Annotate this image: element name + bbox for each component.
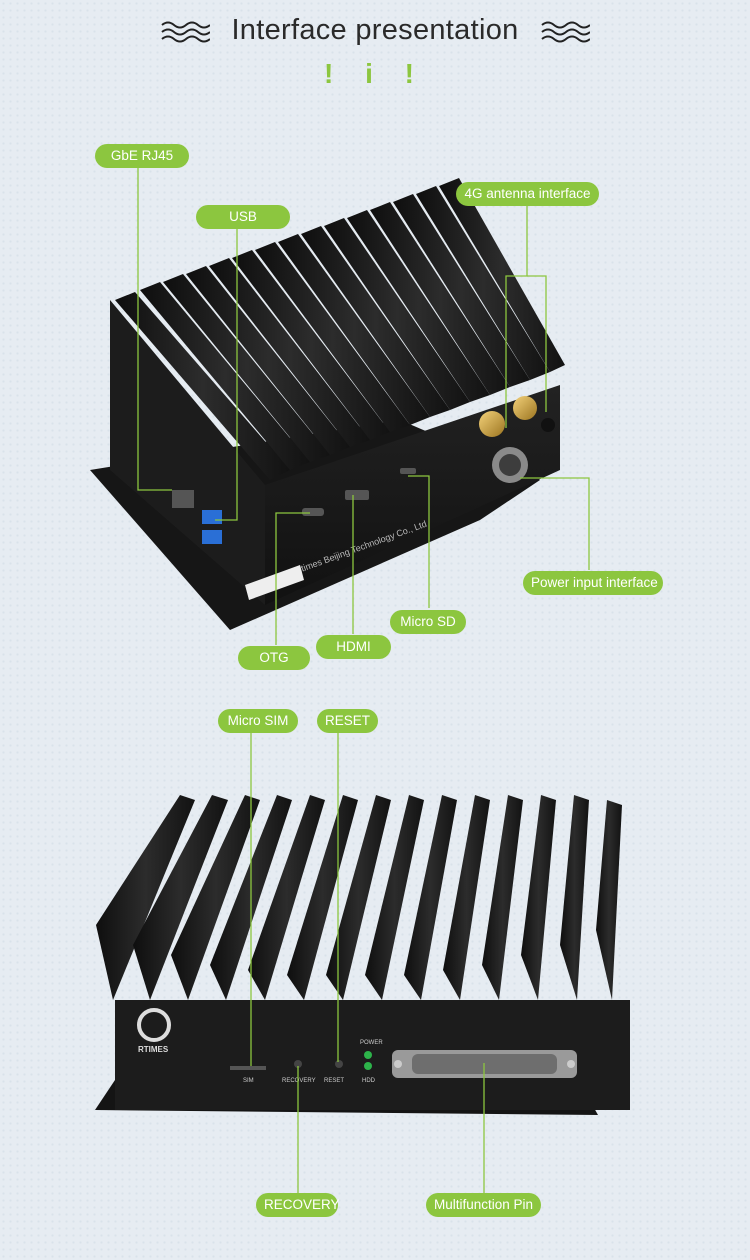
leader-lines	[137, 168, 590, 1193]
label-hdmi: HDMI	[316, 635, 391, 659]
exclaim-decoration: ! i !	[324, 58, 426, 89]
label-multifunction-pin: Multifunction Pin	[426, 1193, 541, 1217]
label-micro-sd: Micro SD	[390, 610, 466, 634]
bottom-device: RTIMES SIM RECOVERY RESET POWER HDD	[95, 795, 630, 1115]
page-title: Interface presentation	[231, 14, 519, 46]
label-usb: USB	[196, 205, 290, 229]
device-power-text: POWER	[360, 1040, 383, 1046]
label-recovery: RECOVERY	[256, 1193, 340, 1217]
top-device: Realtimes Beijing Technology Co., Ltd	[90, 178, 565, 630]
right-wave-icon	[541, 21, 590, 43]
label-reset: RESET	[317, 709, 378, 733]
device-sim-text: SIM	[243, 1078, 254, 1084]
label-micro-sim: Micro SIM	[218, 709, 298, 733]
label-gbe-rj45: GbE RJ45	[95, 144, 189, 168]
device-hdd-text: HDD	[362, 1078, 376, 1084]
label-4g-antenna: 4G antenna interface	[456, 182, 599, 206]
device-reset-text: RESET	[324, 1078, 344, 1084]
left-wave-icon	[161, 21, 210, 43]
label-power-input: Power input interface	[523, 571, 663, 595]
device-logo: RTIMES	[138, 1045, 169, 1054]
label-otg: OTG	[238, 646, 310, 670]
device-recovery-text: RECOVERY	[282, 1078, 316, 1084]
